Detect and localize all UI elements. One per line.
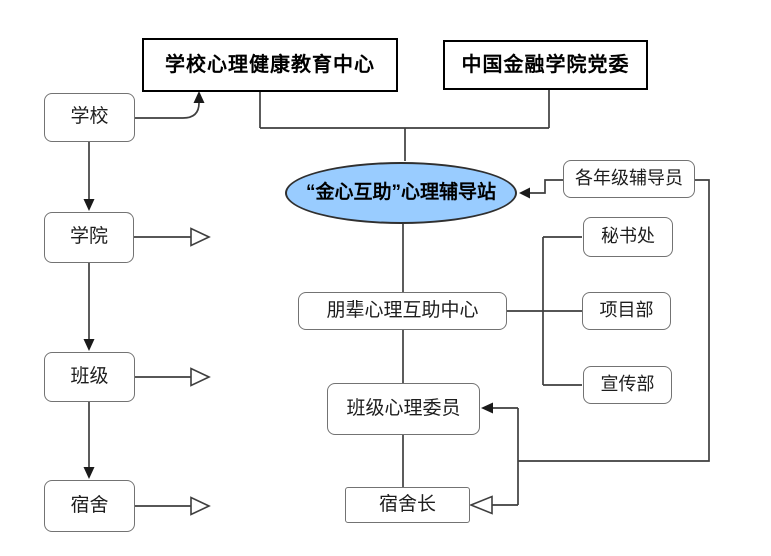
- node-dorm-head: 宿舍长: [345, 487, 470, 523]
- node-party-committee: 中国金融学院党委: [443, 40, 648, 90]
- node-secretariat-label: 秘书处: [601, 226, 655, 247]
- node-project-dept-label: 项目部: [599, 300, 654, 321]
- node-station-label: “金心互助”心理辅导站: [305, 181, 496, 203]
- node-counselors-label: 各年级辅导员: [575, 168, 683, 189]
- node-school-center-label: 学校心理健康教育中心: [165, 54, 375, 76]
- connector-counselors-to-station: [530, 179, 563, 194]
- node-counselors: 各年级辅导员: [563, 160, 695, 198]
- node-project-dept: 项目部: [582, 292, 671, 330]
- arrow-into-class-committee: [481, 402, 493, 414]
- hollow-arrow-dorm: [190, 496, 211, 516]
- node-school-center: 学校心理健康教育中心: [142, 38, 398, 92]
- connector-peer-to-depts: [507, 236, 582, 386]
- hollow-arrow-college: [190, 227, 211, 247]
- node-class-label: 班级: [70, 365, 109, 387]
- connector-top-bus: [259, 90, 550, 161]
- hollow-arrow-into-dorm-head: [468, 495, 493, 515]
- node-school-label: 学校: [70, 106, 109, 128]
- node-college-label: 学院: [69, 226, 108, 248]
- node-peer-center-label: 朋辈心理互助中心: [326, 299, 479, 321]
- node-station: “金心互助”心理辅导站: [285, 162, 517, 224]
- node-publicity-dept: 宣传部: [583, 366, 672, 404]
- arrow-into-station: [519, 187, 530, 199]
- arrow-into-college: [83, 199, 95, 211]
- arrow-into-class: [83, 339, 95, 351]
- connector-counselors-feedback: [492, 179, 710, 506]
- node-college: 学院: [44, 212, 134, 263]
- node-party-committee-label: 中国金融学院党委: [461, 54, 630, 76]
- node-dorm: 宿舍: [44, 480, 135, 532]
- node-dorm-head-label: 宿舍长: [378, 493, 436, 515]
- node-secretariat: 秘书处: [583, 217, 673, 257]
- node-publicity-dept-label: 宣传部: [600, 374, 655, 395]
- node-class-committee-label: 班级心理委员: [346, 397, 461, 419]
- node-peer-center: 朋辈心理互助中心: [298, 292, 507, 330]
- hollow-arrow-class: [190, 367, 211, 387]
- arrow-into-dorm: [83, 467, 95, 479]
- node-class-committee: 班级心理委员: [327, 383, 480, 435]
- node-dorm-label: 宿舍: [70, 494, 109, 516]
- node-class: 班级: [44, 352, 135, 402]
- arrow-into-school-center: [193, 91, 205, 103]
- connector-school-to-center: [135, 99, 200, 119]
- arrowheads: [83, 91, 530, 516]
- node-school: 学校: [44, 93, 135, 142]
